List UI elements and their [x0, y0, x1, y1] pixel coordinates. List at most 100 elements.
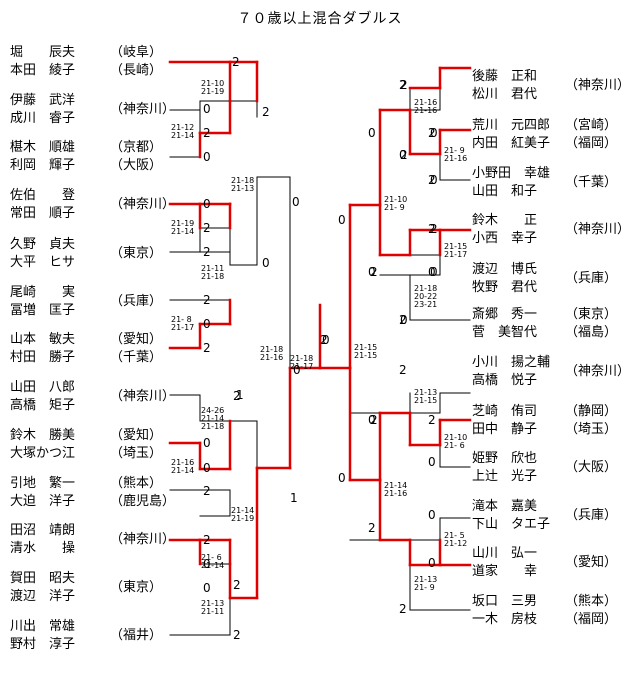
match-result: 0 [430, 265, 438, 279]
match-result: 2 [400, 148, 408, 162]
game-score: 21- 9 [384, 203, 405, 212]
player-name: 椹木 順雄 [10, 140, 76, 155]
match-result: 2 [203, 126, 211, 140]
match-result: 0 [368, 126, 376, 140]
game-score: 21-15 [414, 396, 437, 405]
game-score: 21-16 [260, 353, 283, 362]
match-result: 2 [203, 533, 211, 547]
player-name: 鈴木 勝美 [10, 428, 76, 443]
match-result: 1 [236, 388, 244, 402]
game-score: 21- 9 [414, 583, 435, 592]
prefecture: （兵庫） [565, 271, 618, 286]
player-name: 山田 八郎 [10, 380, 76, 395]
player-name: 鈴木 正 [472, 213, 538, 228]
prefecture: （愛知） [110, 428, 163, 443]
game-score: 21-15 [444, 242, 467, 251]
player-name: 山本 敏夫 [10, 332, 76, 347]
match-result: 0 [203, 317, 211, 331]
prefecture: （神奈川） [110, 532, 176, 547]
match-result: 2 [203, 341, 211, 355]
match-result: 2 [400, 78, 408, 92]
prefecture: （静岡） [565, 404, 618, 419]
player-name: 松川 君代 [472, 87, 538, 102]
game-score: 21-16 [444, 154, 467, 163]
match-result: 2 [428, 126, 436, 140]
match-result: 0 [430, 173, 438, 187]
match-result: 2 [399, 78, 407, 92]
prefecture: （千葉） [565, 175, 618, 190]
match-result: 0 [203, 461, 211, 475]
player-name: 尾崎 実 [10, 285, 76, 300]
player-name: 道家 幸 [472, 564, 538, 579]
prefecture: （長崎） [110, 63, 163, 78]
game-score: 23-21 [414, 300, 437, 309]
game-score: 21-11 [201, 264, 224, 273]
game-score: 21-12 [171, 123, 194, 132]
player-name: 川出 常雄 [10, 619, 76, 634]
player-name: 渡辺 博氏 [472, 262, 538, 277]
player-name: 小西 幸子 [472, 231, 538, 246]
match-result: 0 [203, 436, 211, 450]
game-score: 21-18 [201, 422, 224, 431]
game-score: 21-14 [201, 561, 224, 570]
game-score: 21-16 [414, 98, 437, 107]
prefecture: （福井） [110, 628, 163, 643]
game-score: 21-15 [354, 351, 377, 360]
game-score: 21- 5 [444, 531, 465, 540]
game-score: 21-18 [201, 272, 224, 281]
player-name: 清水 操 [10, 541, 76, 556]
player-name: 利岡 輝子 [10, 158, 76, 173]
game-score: 21-13 [414, 575, 437, 584]
prefecture: （兵庫） [110, 294, 163, 309]
player-name: 佐伯 登 [10, 188, 76, 203]
game-score: 21-18 [414, 284, 437, 293]
player-name: 冨増 匡子 [10, 303, 76, 318]
game-score: 21-10 [201, 79, 224, 88]
match-result: 0 [203, 150, 211, 164]
match-result: 2 [320, 333, 328, 347]
match-result: 2 [203, 293, 211, 307]
game-score: 21-16 [171, 458, 194, 467]
player-name: 久野 貞夫 [10, 237, 76, 252]
prefecture: （兵庫） [565, 508, 618, 523]
game-score: 24-26 [201, 406, 224, 415]
match-result: 0 [428, 455, 436, 469]
prefecture: （神奈川） [565, 222, 631, 237]
match-result: 2 [203, 484, 211, 498]
game-score: 21-14 [231, 506, 254, 515]
match-result: 0 [203, 197, 211, 211]
match-result: 2 [262, 105, 270, 119]
match-result: 0 [338, 471, 346, 485]
game-score: 21-19 [171, 219, 194, 228]
player-name: 滝本 嘉美 [472, 499, 538, 514]
prefecture: （千葉） [110, 350, 163, 365]
game-score: 21- 6 [444, 441, 465, 450]
match-result: 1 [290, 491, 298, 505]
player-name: 一木 房枝 [472, 612, 538, 627]
player-name: 賀田 昭夫 [10, 571, 76, 586]
prefecture: （福岡） [565, 612, 618, 627]
match-result: 2 [370, 265, 378, 279]
game-score: 20-22 [414, 292, 437, 301]
game-score: 21-13 [231, 184, 254, 193]
match-result: 2 [233, 578, 241, 592]
match-result: 0 [399, 148, 407, 162]
prefecture: （鹿児島） [110, 494, 176, 509]
game-score: 21-17 [290, 362, 313, 371]
player-name: 村田 勝子 [10, 350, 76, 365]
player-name: 芝崎 侑司 [472, 404, 538, 419]
game-score: 21-14 [201, 414, 224, 423]
game-score: 21-14 [171, 227, 194, 236]
player-name: 姫野 欣也 [472, 451, 538, 466]
player-name: 高橋 悦子 [472, 373, 538, 388]
game-score: 21-17 [171, 323, 194, 332]
match-result: 2 [232, 55, 240, 69]
game-score: 21-11 [201, 607, 224, 616]
player-name: 常田 順子 [10, 206, 76, 221]
prefecture: （神奈川） [110, 197, 176, 212]
match-result: 0 [430, 126, 438, 140]
match-result: 2 [428, 222, 436, 236]
player-name: 山田 和子 [472, 184, 538, 199]
match-result: 2 [399, 363, 407, 377]
